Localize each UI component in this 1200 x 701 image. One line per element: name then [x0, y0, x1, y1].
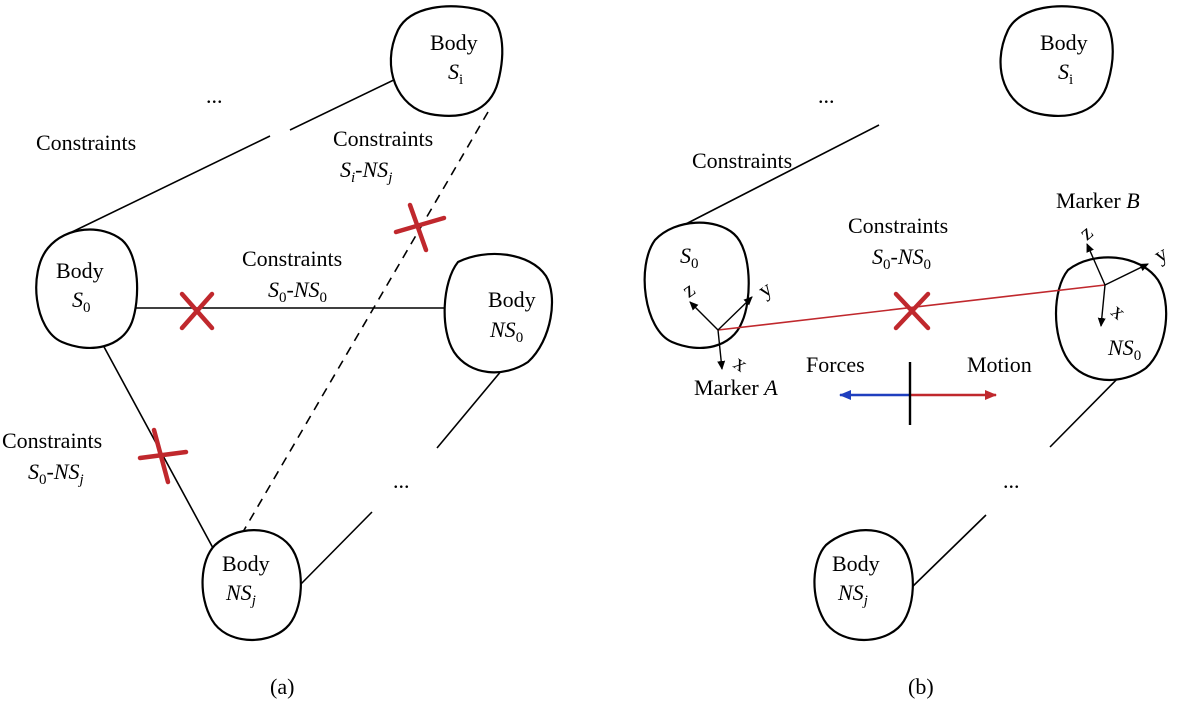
- constraints-s0-nsj-title: Constraints: [2, 428, 102, 453]
- link-s0-si: [71, 135, 271, 233]
- body-si-b-shape: [999, 5, 1114, 117]
- removed-constraint-mark-s0-ns0: [179, 291, 215, 331]
- body-nsj-b-shape: [813, 529, 914, 641]
- body-si-b-symbol: Si: [1058, 59, 1073, 88]
- constraints-si-nsj-title: Constraints: [333, 126, 433, 151]
- body-ns0-symbol: NS0: [489, 317, 523, 346]
- panel-a: Body Si Body S0 Body NS0 Body NSj ... ..…: [2, 5, 554, 699]
- body-nsj-title: Body: [222, 551, 270, 576]
- marker-b-axis-z: z: [1074, 219, 1098, 245]
- link-ns0-right-b: [1049, 367, 1129, 448]
- link-nsj-right: [296, 511, 373, 589]
- constraints-si-nsj-symbol: Si-NSj: [340, 157, 392, 186]
- body-ns0-title: Body: [488, 287, 536, 312]
- forces-label: Forces: [806, 352, 865, 377]
- body-si-b-title: Body: [1040, 30, 1088, 55]
- body-nsj-b-title: Body: [832, 551, 880, 576]
- link-s0-si-upper: [289, 76, 401, 131]
- body-s0-symbol: S0: [72, 287, 91, 316]
- link-nsj-right-b: [908, 514, 987, 591]
- caption-a: (a): [270, 674, 294, 699]
- removed-constraint-mark-si-nsj: [393, 202, 447, 253]
- removed-constraint-mark-s0-nsj: [137, 427, 189, 485]
- marker-b-label: Marker B: [1056, 188, 1140, 213]
- panel-b: Body Si S0 NS0 Body NSj ... ... Constrai…: [643, 5, 1172, 699]
- body-si-symbol: Si: [448, 59, 463, 88]
- constraints-s0-nsj-symbol: S0-NSj: [28, 459, 84, 488]
- body-s0-title: Body: [56, 258, 104, 283]
- body-si-title: Body: [430, 30, 478, 55]
- ellipsis-right-b: ...: [1003, 468, 1020, 493]
- marker-a-label: Marker A: [694, 375, 778, 400]
- body-ns0-shape: [443, 252, 554, 374]
- marker-b-axis-y: y: [1150, 240, 1172, 267]
- constraints-label-b: Constraints: [692, 148, 792, 173]
- motion-label: Motion: [967, 352, 1032, 377]
- body-nsj-symbol: NSj: [225, 580, 256, 609]
- constraints-s0-ns0-title: Constraints: [242, 246, 342, 271]
- marker-a-axis-x: x: [729, 350, 752, 377]
- link-s0-si-b: [677, 124, 880, 229]
- marker-a-axis-y: y: [753, 276, 776, 303]
- ellipsis-top-b: ...: [818, 83, 835, 108]
- body-ns0-b-symbol: NS0: [1107, 335, 1141, 364]
- body-nsj-b-symbol: NSj: [837, 580, 868, 609]
- removed-constraint-mark-s0-ns0-b: [893, 291, 931, 331]
- caption-b: (b): [908, 674, 934, 699]
- constraints-s0-ns0-b-symbol: S0-NS0: [872, 244, 931, 273]
- body-s0-shape: [35, 228, 139, 349]
- ellipsis-right: ...: [393, 468, 410, 493]
- link-si-nsj-dashed: [239, 111, 489, 538]
- body-si-shape: [389, 5, 504, 117]
- constraints-s0-ns0-symbol: S0-NS0: [268, 277, 327, 306]
- constraints-s0-ns0-b-title: Constraints: [848, 213, 948, 238]
- body-s0-b-symbol: S0: [680, 243, 699, 272]
- constraints-label: Constraints: [36, 130, 136, 155]
- body-s0-b-shape: [643, 221, 750, 349]
- ellipsis-top: ...: [206, 83, 223, 108]
- body-nsj-shape: [201, 529, 302, 641]
